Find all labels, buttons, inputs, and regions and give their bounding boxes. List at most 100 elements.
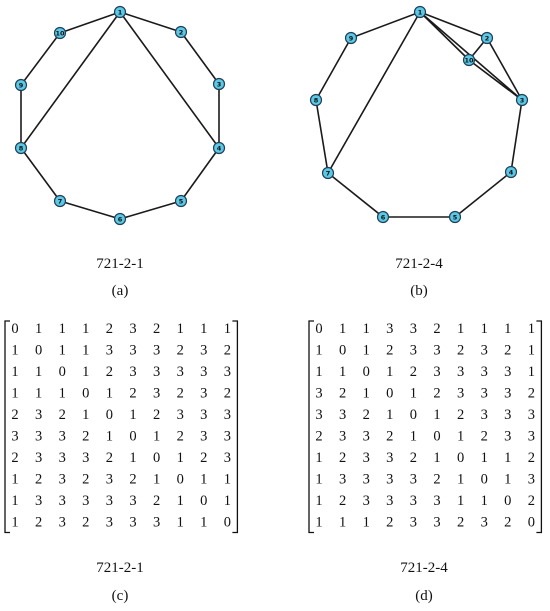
node-circle: [212, 141, 226, 155]
matrix-cell: 3: [386, 493, 393, 509]
matrix-cell: 3: [200, 407, 207, 423]
matrix-cell: 3: [504, 364, 511, 380]
matrix-cell: 3: [504, 386, 511, 402]
matrix-cell: 2: [82, 515, 89, 531]
matrix-cell: 2: [82, 472, 89, 488]
matrix-c-title: 721-2-1: [96, 560, 144, 576]
matrix-cell: 1: [177, 321, 184, 337]
matrix-cell: 0: [177, 472, 184, 488]
matrix-cell: 1: [129, 450, 136, 466]
matrix-cell: 1: [315, 343, 322, 359]
matrix-cell: 3: [315, 407, 322, 423]
matrix-cell: 2: [106, 321, 113, 337]
matrix-cell: 3: [339, 429, 346, 445]
matrix-cell: 1: [339, 321, 346, 337]
matrix-cell: 1: [11, 515, 18, 531]
graph-node: 5: [174, 194, 188, 208]
graph-edge: [59, 200, 121, 220]
matrix-cell: 3: [410, 472, 417, 488]
node-circle: [53, 194, 67, 208]
graph-node: 3: [212, 77, 226, 91]
graph-node: 2: [480, 31, 494, 45]
matrix-cell: 2: [153, 407, 160, 423]
node-circle: [212, 77, 226, 91]
matrix-cell: 1: [153, 472, 160, 488]
matrix-cell: 0: [481, 472, 488, 488]
matrix-cell: 1: [457, 429, 464, 445]
matrix-cell: 3: [457, 386, 464, 402]
matrix-cell: 2: [339, 450, 346, 466]
matrix-cell: 1: [504, 450, 511, 466]
matrix-cell: 1: [200, 515, 207, 531]
matrix-cell: 3: [153, 343, 160, 359]
matrix-cell: 2: [35, 515, 42, 531]
matrix-cell: 0: [315, 321, 322, 337]
matrix-cell: 0: [106, 407, 113, 423]
matrix-cell: 1: [457, 472, 464, 488]
graph-edge: [350, 11, 421, 39]
matrix-cell: 2: [106, 364, 113, 380]
matrix-cell: 3: [433, 515, 440, 531]
matrix-cell: 2: [59, 407, 66, 423]
node-label: 5: [453, 213, 458, 221]
node-circle: [14, 78, 28, 92]
matrix-cell: 2: [153, 321, 160, 337]
matrix-cell: 3: [200, 429, 207, 445]
matrix-d-label: (d): [415, 588, 433, 604]
matrix-cell: 2: [339, 386, 346, 402]
matrix-cell: 2: [177, 386, 184, 402]
matrix-cell: 0: [339, 343, 346, 359]
graph-edge: [180, 31, 220, 85]
matrix-cell: 3: [481, 343, 488, 359]
matrix-cell: 1: [11, 343, 18, 359]
graph-edge: [20, 11, 121, 149]
matrix-left-bracket: [308, 320, 314, 534]
matrix-cell: 1: [35, 321, 42, 337]
node-circle: [309, 93, 323, 107]
matrix-cell: 0: [82, 386, 89, 402]
matrix-cell: 3: [224, 450, 231, 466]
matrix-cell: 3: [481, 407, 488, 423]
matrix-cell: 3: [177, 364, 184, 380]
matrix-cell: 2: [433, 386, 440, 402]
matrix-d-title: 721-2-4: [400, 560, 448, 576]
matrix-cell: 1: [504, 321, 511, 337]
matrix-cell: 3: [59, 493, 66, 509]
graph-node: 1: [413, 5, 427, 19]
node-circle: [174, 194, 188, 208]
matrix-cell: 0: [528, 515, 535, 531]
matrix-cell: 1: [315, 472, 322, 488]
node-circle: [448, 210, 462, 224]
matrix-cell: 1: [11, 472, 18, 488]
node-label: 1: [418, 8, 423, 16]
matrix-cell: 3: [386, 450, 393, 466]
matrix-cell: 3: [433, 343, 440, 359]
matrix-cell: 3: [106, 472, 113, 488]
graph-edge: [419, 11, 488, 39]
graph-a-label: (a): [112, 283, 129, 299]
graph-edge: [315, 99, 329, 174]
matrix-right-bracket: [536, 320, 543, 534]
matrix-cell: 2: [200, 450, 207, 466]
matrix-cell: 0: [386, 386, 393, 402]
matrix-cell: 2: [11, 450, 18, 466]
matrix-cell: 2: [504, 343, 511, 359]
node-circle: [504, 165, 518, 179]
matrix-cell: 1: [528, 364, 535, 380]
graph-edge: [119, 11, 220, 149]
node-label: 6: [118, 215, 123, 223]
matrix-cell: 2: [82, 429, 89, 445]
matrix-cell: 2: [457, 343, 464, 359]
matrix-cell: 0: [35, 343, 42, 359]
graph-node: 10: [462, 53, 476, 67]
graph-edge: [20, 32, 61, 86]
node-label: 8: [314, 96, 319, 104]
graph-node: 9: [344, 31, 358, 45]
graph-node: 7: [321, 166, 335, 180]
graph-edge: [510, 99, 523, 173]
matrix-cell: 2: [410, 450, 417, 466]
node-circle: [462, 53, 476, 67]
matrix-cell: 3: [224, 429, 231, 445]
